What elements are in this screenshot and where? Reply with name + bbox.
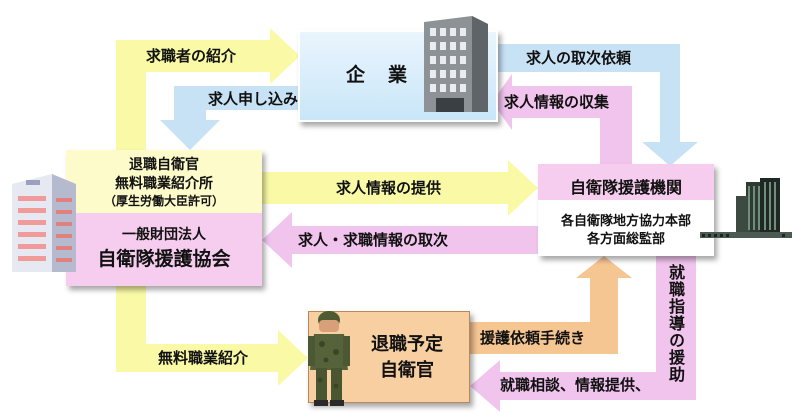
arrow-job-application [160,86,298,150]
arrow-job-seek-info-relay [262,212,538,268]
company-title: 企 業 [346,64,410,86]
label-job-info-provision: 求人情報の提供 [336,179,442,197]
tower-building-icon [12,174,76,272]
label-support-request: 援護依頼手続き [480,329,586,347]
label-guidance: 就職指導の援助 [666,264,685,383]
soldier-icon [308,311,350,406]
label-job-seeker-intro: 求職者の紹介 [146,47,237,65]
arrow-job-info-provision [262,160,538,216]
office-line-5: 自衛隊援護協会 [97,248,231,270]
agency-line-2: 各方面総監部 [586,232,665,247]
label-job-info-collection: 求人情報の収集 [504,93,610,111]
label-job-seek-info-relay: 求人・求職情報の取次 [298,231,449,249]
arrow-support-request [470,256,632,354]
office-line-1: 退職自衛官 [129,157,199,173]
arrow-consultation-guidance [470,256,696,412]
arrow-job-info-collection [492,74,632,164]
arrow-free-job-placement [116,286,308,386]
arrow-job-seeker-intro [116,28,300,84]
association-panel [66,213,262,286]
retiree-line-2: 自衛官 [380,360,434,381]
label-consultation: 就職相談、情報提供、 [500,376,651,394]
base-building-icon [700,178,792,238]
arrow-job-referral-request [496,44,698,166]
office-line-2: 無料職業紹介所 [115,176,213,192]
label-job-referral-request: 求人の取次依頼 [526,49,632,67]
label-free-job-placement: 無料職業紹介 [158,349,249,367]
agency-title: 自衛隊援護機関 [569,178,682,197]
office-building-icon [424,16,488,112]
retiree-line-1: 退職予定 [371,334,443,355]
support-agency-header [538,164,714,200]
office-line-4: 一般財団法人 [122,227,206,243]
agency-line-1: 各自衛隊地方協力本部 [560,214,691,229]
label-job-application: 求人申し込み [208,90,299,108]
office-line-3: （厚生労働大臣許可） [103,194,224,208]
